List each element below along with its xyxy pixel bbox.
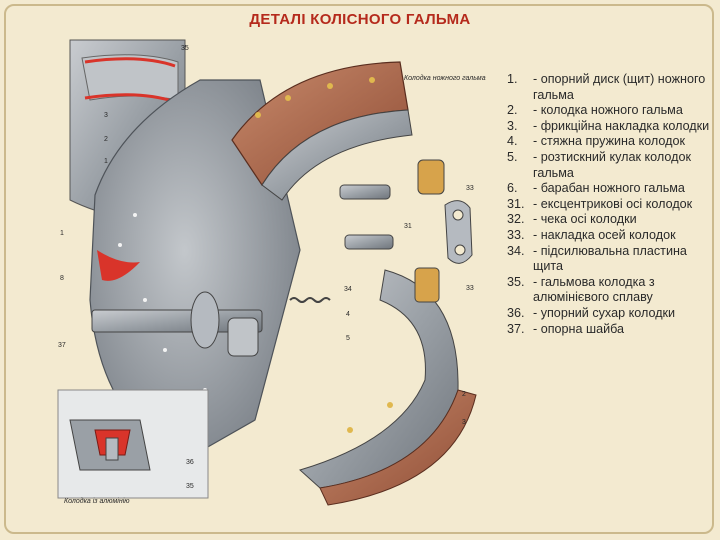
callout-3: 3 xyxy=(104,112,108,119)
callout-1-plate: 1 xyxy=(60,230,64,237)
legend-item: 3.- фрикційна накладка колодки xyxy=(507,118,710,133)
legend-item: 2.- колодка ножного гальма xyxy=(507,103,683,118)
aluminum-shoe-inset xyxy=(57,389,209,499)
parts-legend: 1.- опорний диск (щит) ножного гальма 2.… xyxy=(507,72,713,337)
callout-36: 36 xyxy=(186,459,194,466)
legend-item: 6.- барабан ножного гальма xyxy=(507,181,685,196)
callout-35: 35 xyxy=(186,483,194,490)
callout-31: 31 xyxy=(404,223,412,230)
legend-item: 5.- розтискний кулак колодок гальма xyxy=(507,149,691,180)
legend-item: 35.- гальмова колодка з алюмінієвого спл… xyxy=(507,274,655,305)
return-spring xyxy=(289,297,331,303)
legend-item: 31.- ексцентрикові осі колодок xyxy=(507,196,693,211)
legend-item: 34.- підсилювальна пластина щита xyxy=(507,243,687,274)
callout-34: 34 xyxy=(344,286,352,293)
callout-8: 8 xyxy=(60,275,64,282)
caption-foot-brake-shoe: Колодка ножного гальма xyxy=(404,74,486,82)
callout-33: 33 xyxy=(466,185,474,192)
legend-item: 37.- опорна шайба xyxy=(507,321,625,336)
caption-aluminum-shoe: Колодка із алюмінію xyxy=(64,497,130,505)
callout-2: 2 xyxy=(104,136,108,143)
legend-item: 32.- чека осі колодки xyxy=(507,212,637,227)
lower-brake-shoe xyxy=(299,267,477,506)
legend-item: 36.- упорний сухар колодки xyxy=(507,305,676,320)
slide-title: ДЕТАЛІ КОЛІСНОГО ГАЛЬМА xyxy=(249,11,471,28)
legend-item: 1.- опорний диск (щит) ножного гальма xyxy=(507,72,706,102)
cam-shaft xyxy=(91,291,263,357)
legend-item: 33.- накладка осей колодок xyxy=(507,227,676,242)
slide-frame xyxy=(4,4,714,534)
callout-1: 1 xyxy=(104,158,108,165)
upper-brake-shoe xyxy=(231,61,445,201)
callout-2-shoe: 2 xyxy=(462,391,466,398)
callout-5: 5 xyxy=(346,335,350,342)
callout-3-lining: 3 xyxy=(462,419,466,426)
callout-labels: 35 3 2 1 1 8 37 34 4 5 31 33 33 2 3 36 3… xyxy=(58,45,474,490)
legend-item: 4.- стяжна пружина колодок xyxy=(507,134,685,149)
callout-37: 37 xyxy=(58,342,66,349)
callout-4: 4 xyxy=(346,311,350,318)
eccentric-axles xyxy=(339,184,473,264)
callout-6: 35 xyxy=(181,45,189,52)
backing-plate xyxy=(89,79,301,461)
callout-33b: 33 xyxy=(466,285,474,292)
